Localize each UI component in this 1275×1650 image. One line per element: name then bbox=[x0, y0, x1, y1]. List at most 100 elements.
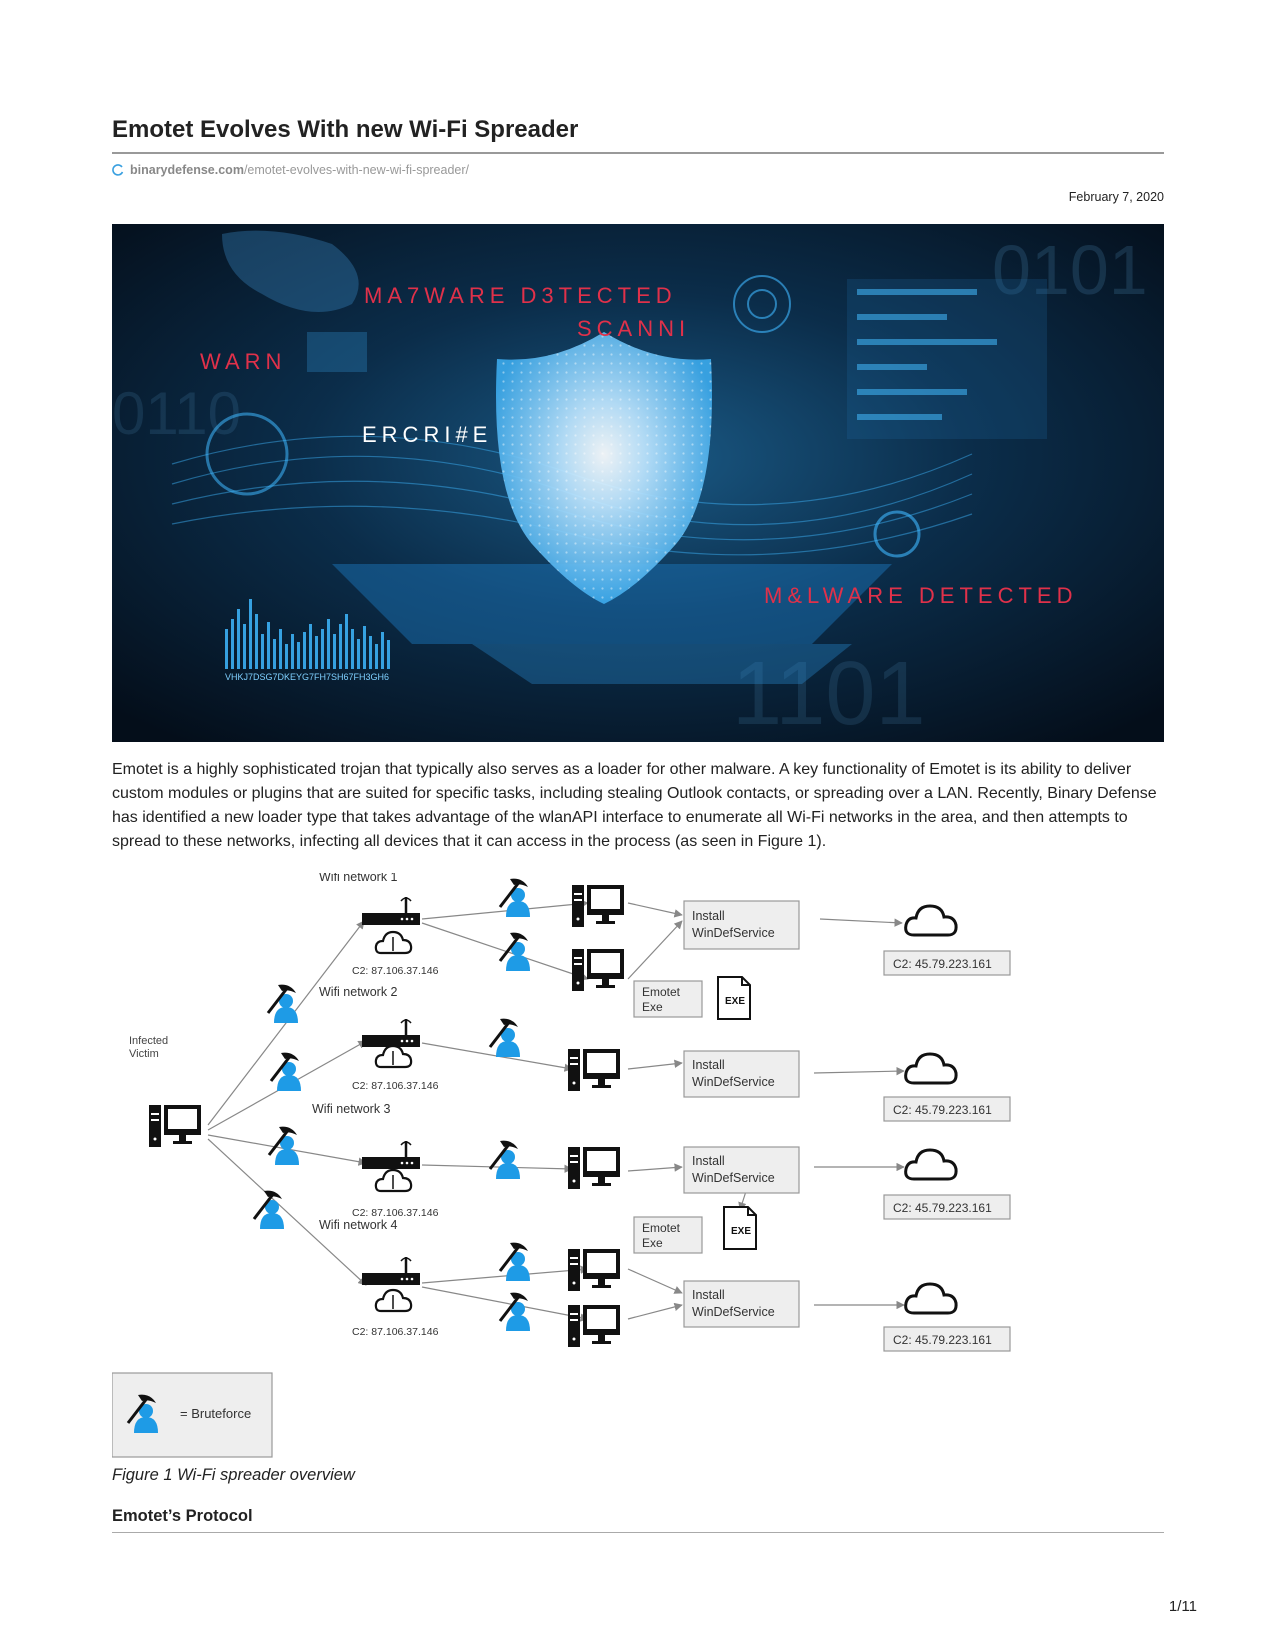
target-pc-icon bbox=[568, 1147, 620, 1189]
hero-overlay-text: ERCRI#E bbox=[362, 422, 492, 447]
url-path: /emotet-evolves-with-new-wi-fi-spreader/ bbox=[243, 163, 470, 177]
hero-code-strip: VHKJ7DSG7DKEYG7FH7SH67FH3GH6 bbox=[225, 672, 389, 682]
remote-c2-box: C2: 45.79.223.161 bbox=[883, 1194, 1011, 1220]
local-c2-label: C2: 87.106.37.146 bbox=[352, 1080, 439, 1092]
exe-file-icon: EXE bbox=[717, 976, 751, 1020]
bruteforce-icon bbox=[267, 1125, 301, 1167]
cloud-icon bbox=[904, 1148, 958, 1181]
router-icon bbox=[360, 1017, 422, 1049]
local-c2-label: C2: 87.106.37.146 bbox=[352, 1207, 439, 1219]
hero-alert-text: SCANNI bbox=[577, 316, 690, 341]
diagram-legend: = Bruteforce bbox=[112, 1372, 273, 1458]
local-c2-label: C2: 87.106.37.146 bbox=[352, 965, 439, 977]
bruteforce-icon bbox=[269, 1051, 303, 1093]
bruteforce-icon bbox=[252, 1189, 286, 1231]
svg-text:C2: 45.79.223.161: C2: 45.79.223.161 bbox=[893, 1103, 992, 1117]
page-number: 1/11 bbox=[1168, 1598, 1197, 1615]
wifi-network-label: Wifi network 4 bbox=[319, 1218, 398, 1232]
install-box: Install WinDefService bbox=[683, 1050, 800, 1098]
cloud-icon bbox=[904, 1282, 958, 1315]
url-domain: binarydefense.com bbox=[130, 163, 244, 177]
target-pc-icon bbox=[572, 949, 624, 991]
local-c2-label: C2: 87.106.37.146 bbox=[352, 1326, 439, 1338]
cloud-icon bbox=[374, 1044, 413, 1069]
svg-text:Exe: Exe bbox=[642, 1000, 663, 1014]
svg-text:Install: Install bbox=[692, 1058, 725, 1072]
emotet-exe-box: Emotet Exe bbox=[633, 980, 703, 1018]
install-box: Install WinDefService bbox=[683, 900, 800, 950]
svg-text:C2: 45.79.223.161: C2: 45.79.223.161 bbox=[893, 1201, 992, 1215]
hud-panel bbox=[307, 332, 367, 372]
cloud-icon bbox=[374, 1288, 413, 1313]
cloud-icon bbox=[904, 1052, 958, 1085]
section-divider bbox=[112, 1532, 1164, 1533]
bruteforce-icon bbox=[266, 983, 300, 1025]
svg-text:WinDefService: WinDefService bbox=[692, 926, 775, 940]
wifi-spreader-diagram: Infected Victim Wifi network 1 C2: 87.10… bbox=[112, 873, 1011, 1458]
install-box: Install WinDefService bbox=[683, 1146, 800, 1194]
router-icon bbox=[360, 1255, 422, 1287]
svg-text:= Bruteforce: = Bruteforce bbox=[180, 1406, 251, 1421]
source-url[interactable]: binarydefense.com/emotet-evolves-with-ne… bbox=[112, 163, 469, 177]
cloud-icon bbox=[374, 930, 413, 955]
hud-panel bbox=[847, 279, 1047, 439]
hud-bars bbox=[857, 289, 997, 420]
router-icon bbox=[360, 1139, 422, 1171]
svg-text:WinDefService: WinDefService bbox=[692, 1305, 775, 1319]
spinner-icon bbox=[112, 164, 124, 176]
wifi-network-label: Wifi network 1 bbox=[319, 873, 398, 884]
target-pc-icon bbox=[572, 885, 624, 927]
bruteforce-icon bbox=[488, 1139, 522, 1181]
hud-ring bbox=[733, 275, 791, 333]
bruteforce-icon bbox=[498, 931, 532, 973]
wifi-network-label: Wifi network 3 bbox=[312, 1102, 391, 1116]
title-divider bbox=[112, 152, 1164, 154]
bg-digits: 0101 bbox=[992, 231, 1148, 309]
cloud-icon bbox=[374, 1168, 413, 1193]
hero-alert-text: MA7WARE D3TECTED bbox=[364, 283, 677, 308]
hero-alert-text: WARN bbox=[200, 349, 286, 374]
emotet-exe-box: Emotet Exe bbox=[633, 1216, 703, 1254]
bg-digits: 1101 bbox=[732, 644, 926, 742]
bar-graph bbox=[225, 599, 390, 669]
remote-c2-box: C2: 45.79.223.161 bbox=[883, 950, 1011, 976]
hero-alert-text: M&LWARE DETECTED bbox=[764, 583, 1077, 608]
infected-pc-icon bbox=[149, 1105, 201, 1147]
bruteforce-icon bbox=[488, 1017, 522, 1059]
bruteforce-icon bbox=[498, 1241, 532, 1283]
remote-c2-box: C2: 45.79.223.161 bbox=[883, 1096, 1011, 1122]
svg-text:Emotet: Emotet bbox=[642, 985, 681, 999]
remote-c2-box: C2: 45.79.223.161 bbox=[883, 1326, 1011, 1352]
svg-text:Install: Install bbox=[692, 1288, 725, 1302]
svg-text:Emotet: Emotet bbox=[642, 1221, 681, 1235]
svg-text:C2: 45.79.223.161: C2: 45.79.223.161 bbox=[893, 957, 992, 971]
bruteforce-icon bbox=[498, 1291, 532, 1333]
page-title: Emotet Evolves With new Wi-Fi Spreader bbox=[112, 116, 579, 143]
figure-caption: Figure 1 Wi-Fi spreader overview bbox=[112, 1466, 355, 1484]
publish-date: February 7, 2020 bbox=[1068, 190, 1164, 204]
svg-text:Install: Install bbox=[692, 1154, 725, 1168]
exe-file-icon: EXE bbox=[723, 1206, 757, 1250]
section-heading: Emotet’s Protocol bbox=[112, 1507, 253, 1525]
infected-victim-label: Victim bbox=[129, 1048, 159, 1060]
cloud-icon bbox=[904, 904, 958, 937]
bg-digits: 0110 bbox=[112, 380, 241, 447]
intro-paragraph: Emotet is a highly sophisticated trojan … bbox=[112, 761, 1157, 850]
svg-text:WinDefService: WinDefService bbox=[692, 1075, 775, 1089]
hud-ring bbox=[205, 412, 289, 496]
world-map-shape bbox=[222, 230, 359, 312]
target-pc-icon bbox=[568, 1249, 620, 1291]
infected-victim-label: Infected bbox=[129, 1035, 168, 1047]
svg-text:C2: 45.79.223.161: C2: 45.79.223.161 bbox=[893, 1333, 992, 1347]
target-pc-icon bbox=[568, 1049, 620, 1091]
install-box: Install WinDefService bbox=[683, 1280, 800, 1328]
hero-image: 0101 1101 0110 bbox=[112, 224, 1164, 742]
svg-text:Install: Install bbox=[692, 909, 725, 923]
target-pc-icon bbox=[568, 1305, 620, 1347]
router-icon bbox=[360, 895, 422, 927]
svg-text:Exe: Exe bbox=[642, 1236, 663, 1250]
svg-text:EXE: EXE bbox=[731, 1226, 751, 1237]
hud-floor bbox=[332, 564, 892, 644]
wifi-network-label: Wifi network 2 bbox=[319, 985, 398, 999]
hud-ring bbox=[873, 510, 921, 558]
